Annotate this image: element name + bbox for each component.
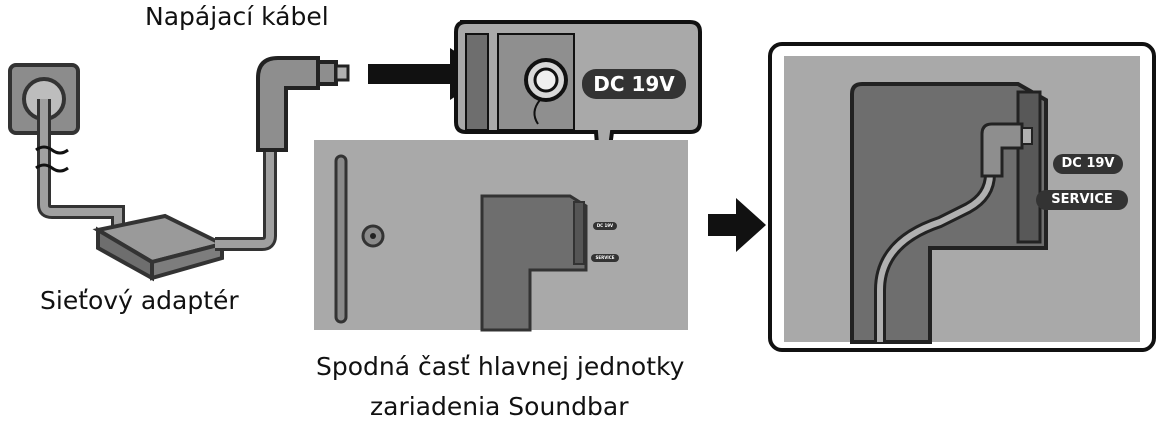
arrow-to-detail: [708, 198, 766, 252]
power-adapter: [92, 213, 228, 282]
connected-detail-panel: [768, 42, 1156, 352]
dc-plug-connector: [256, 56, 350, 152]
power-cable-label: Napájací kábel: [145, 2, 329, 31]
dc-19v-port-label-zoom: DC 19V: [582, 69, 686, 99]
dc-19v-port-label-detail: DC 19V: [1053, 154, 1123, 174]
adapter-cable: [35, 99, 125, 228]
service-port-label-small: SERVICE: [591, 254, 619, 262]
service-port-label-detail: SERVICE: [1036, 190, 1128, 210]
unit-bottom-label-line2: zariadenia Soundbar: [370, 392, 629, 421]
power-adapter-label: Sieťový adaptér: [40, 286, 239, 315]
unit-bottom-label-line1: Spodná časť hlavnej jednotky: [316, 352, 685, 381]
soundbar-bottom-panel: [314, 140, 688, 332]
dc-19v-port-label-small: DC 19V: [593, 222, 617, 230]
power-cable: [215, 110, 277, 251]
